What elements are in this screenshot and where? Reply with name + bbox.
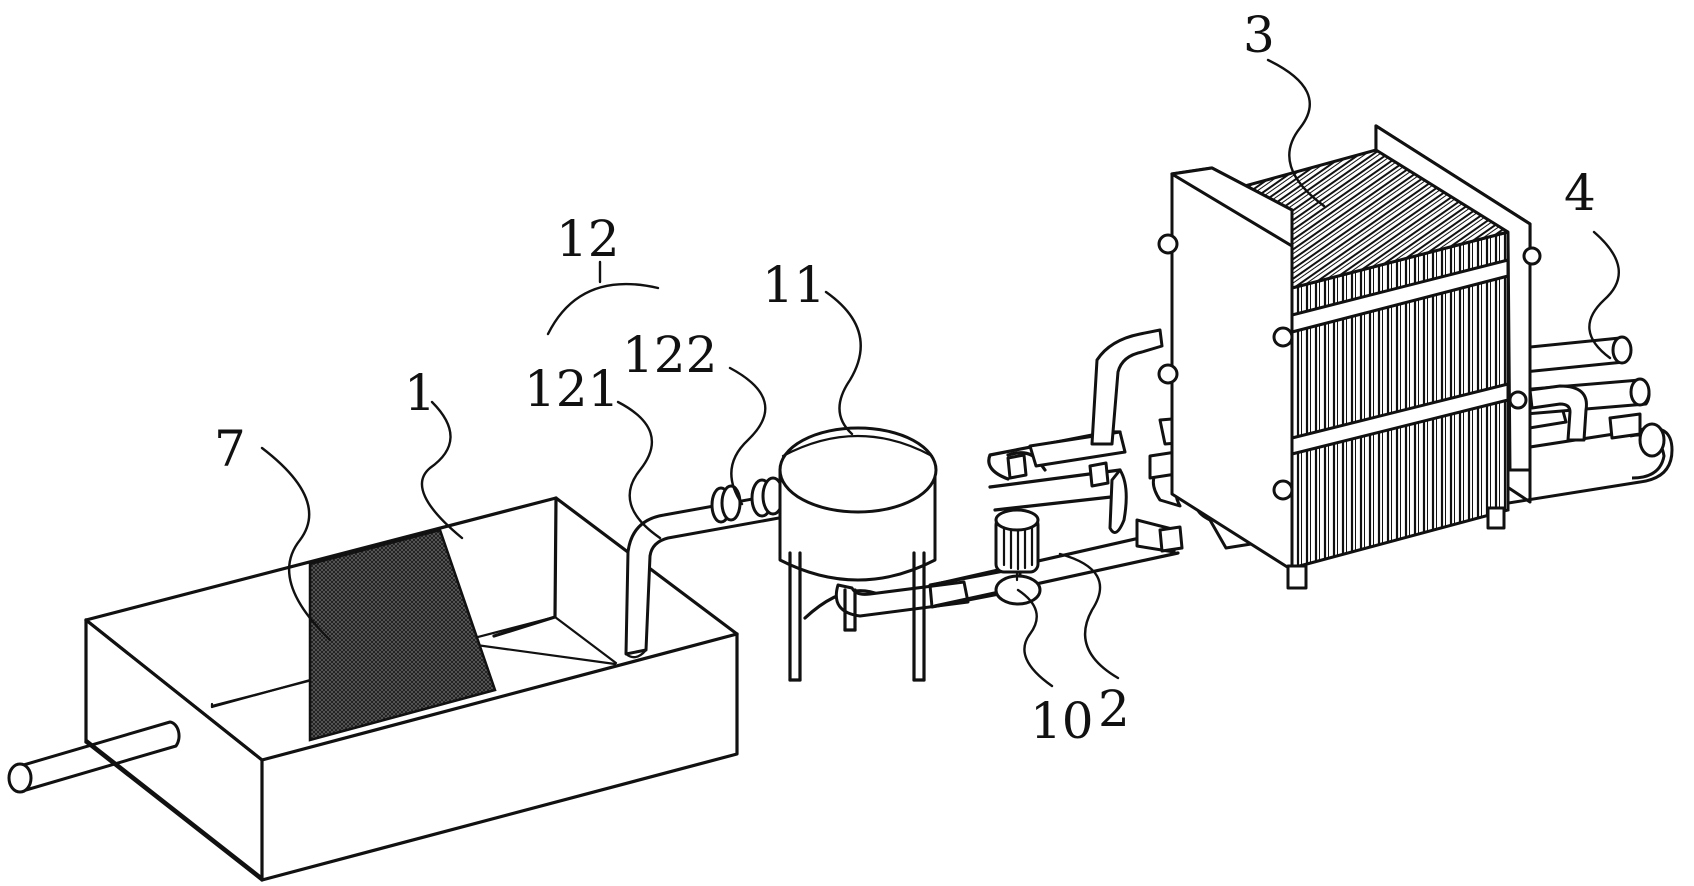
leader-11 <box>824 290 862 436</box>
filter-screen <box>308 528 497 742</box>
leader-4 <box>1588 230 1620 360</box>
leader-10 <box>1016 588 1054 688</box>
label-pipe: 2 <box>1098 680 1130 738</box>
label-filter-screen: 7 <box>214 420 246 478</box>
leader-122 <box>728 366 767 506</box>
leader-3 <box>1266 58 1326 208</box>
leader-1 <box>420 400 464 540</box>
label-outlet-pipe: 4 <box>1564 164 1596 222</box>
connector-assembly <box>624 476 807 659</box>
leader-lines <box>260 58 1620 688</box>
label-buffer-tank: 11 <box>762 256 826 314</box>
label-filter-press: 3 <box>1243 6 1275 64</box>
coupling <box>710 476 807 524</box>
leader-12-brace <box>546 282 660 336</box>
label-connector-assembly: 12 <box>556 210 620 268</box>
buffer-tank <box>778 426 970 682</box>
label-pump: 10 <box>1030 692 1094 750</box>
label-coupling: 122 <box>622 326 717 384</box>
leader-7 <box>260 446 332 642</box>
leader-2 <box>1058 552 1120 680</box>
tank-drain-pipe <box>18 720 181 792</box>
tank <box>7 496 739 882</box>
filter-press <box>1157 124 1542 590</box>
label-tank: 1 <box>404 364 436 422</box>
elbow-pipe <box>624 491 792 656</box>
label-elbow-pipe: 121 <box>524 360 619 418</box>
callout-labels: 1 2 3 4 7 10 11 12 121 122 <box>214 6 1596 750</box>
leader-121 <box>616 400 662 540</box>
